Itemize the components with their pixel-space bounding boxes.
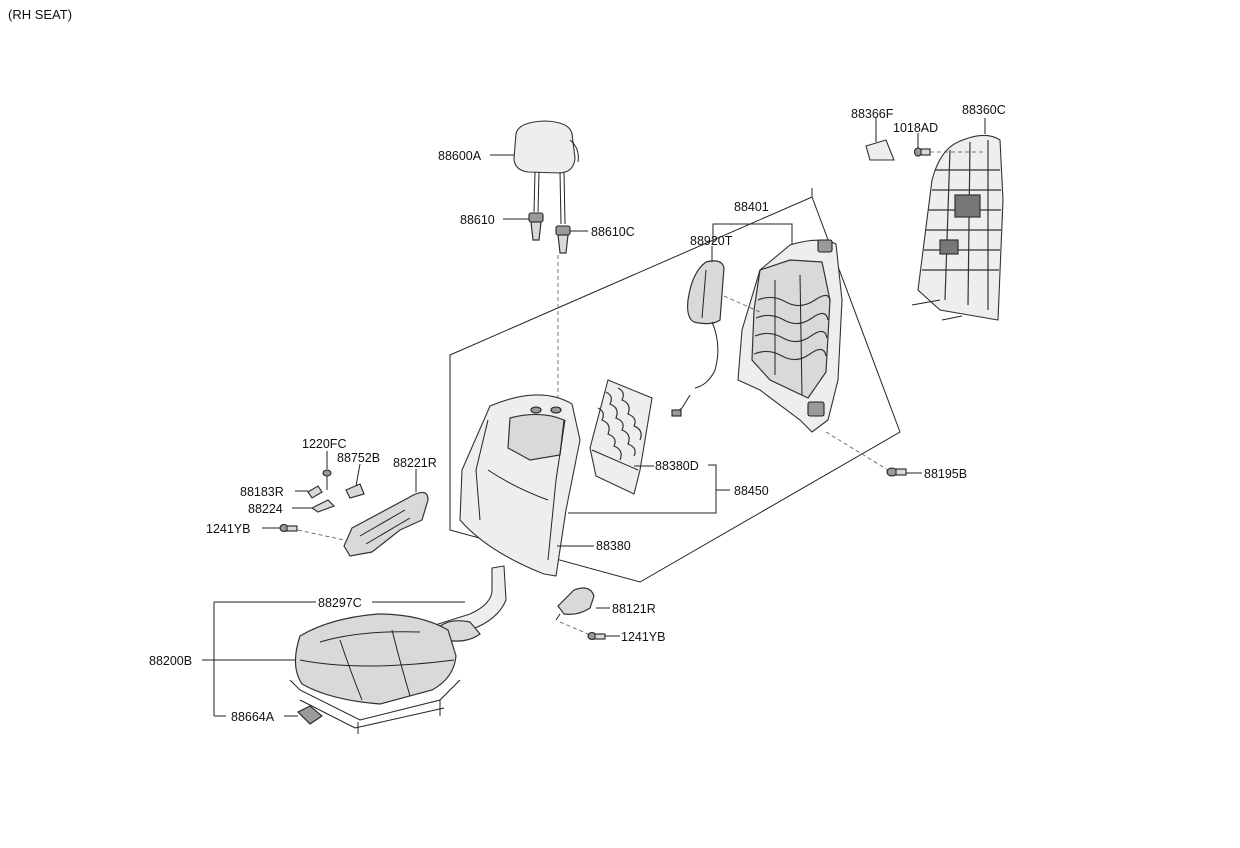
label-88600A: 88600A	[438, 149, 482, 163]
label-88380D: 88380D	[655, 459, 699, 473]
label-88380: 88380	[596, 539, 631, 553]
label-1241YB-b: 1241YB	[621, 630, 665, 644]
label-88920T: 88920T	[690, 234, 733, 248]
dashed-guide-88195B	[825, 431, 889, 471]
label-88221R: 88221R	[393, 456, 437, 470]
headrest-88600A	[513, 120, 579, 225]
label-88401: 88401	[734, 200, 769, 214]
label-88610C: 88610C	[591, 225, 635, 239]
headrest-guide-88610C	[555, 225, 571, 254]
side-cover-88121R	[555, 587, 595, 621]
label-88366F: 88366F	[851, 107, 894, 121]
label-1220FC: 1220FC	[302, 437, 346, 451]
label-88224: 88224	[248, 502, 283, 516]
label-1018AD: 1018AD	[893, 121, 938, 135]
lumbar-pad-88380D	[589, 379, 653, 495]
module-88664A	[297, 705, 323, 725]
trim-88224	[310, 499, 336, 513]
diagram-title: (RH SEAT)	[8, 7, 72, 22]
seat-cushion-88200B	[289, 613, 461, 734]
label-88450: 88450	[734, 484, 769, 498]
label-88195B: 88195B	[924, 467, 967, 481]
screw-1241YB-b	[587, 631, 606, 641]
side-module-88920T	[671, 260, 725, 417]
seatback-cushion-88380	[459, 394, 581, 577]
label-88183R: 88183R	[240, 485, 284, 499]
label-88360C: 88360C	[962, 103, 1006, 117]
seatback-frame-88401	[737, 239, 843, 433]
label-88297C: 88297C	[318, 596, 362, 610]
screw-1241YB-a	[279, 523, 298, 533]
dashed-guide-1241YB-b	[559, 621, 589, 635]
bracket-88366F	[865, 139, 895, 161]
leader-88752B	[355, 463, 361, 487]
back-cover-88360C	[911, 134, 1004, 321]
leader-88401	[712, 223, 793, 246]
clip-88752B	[345, 483, 365, 499]
dashed-guide-1241YB-a	[297, 529, 345, 541]
bolt-88195B	[886, 467, 907, 477]
label-88752B: 88752B	[337, 451, 380, 465]
screw-1220FC	[322, 469, 332, 490]
cover-88183R	[307, 485, 323, 499]
fastener-1018AD	[913, 147, 931, 157]
leader-88450-bracket	[568, 464, 717, 514]
assembly-box-88400	[449, 196, 901, 583]
label-1241YB-a: 1241YB	[206, 522, 250, 536]
label-88610: 88610	[460, 213, 495, 227]
label-88664A: 88664A	[231, 710, 275, 724]
headrest-guide-88610	[528, 212, 544, 241]
side-shield-88221R	[343, 491, 429, 557]
label-88200B: 88200B	[149, 654, 192, 668]
label-88121R: 88121R	[612, 602, 656, 616]
